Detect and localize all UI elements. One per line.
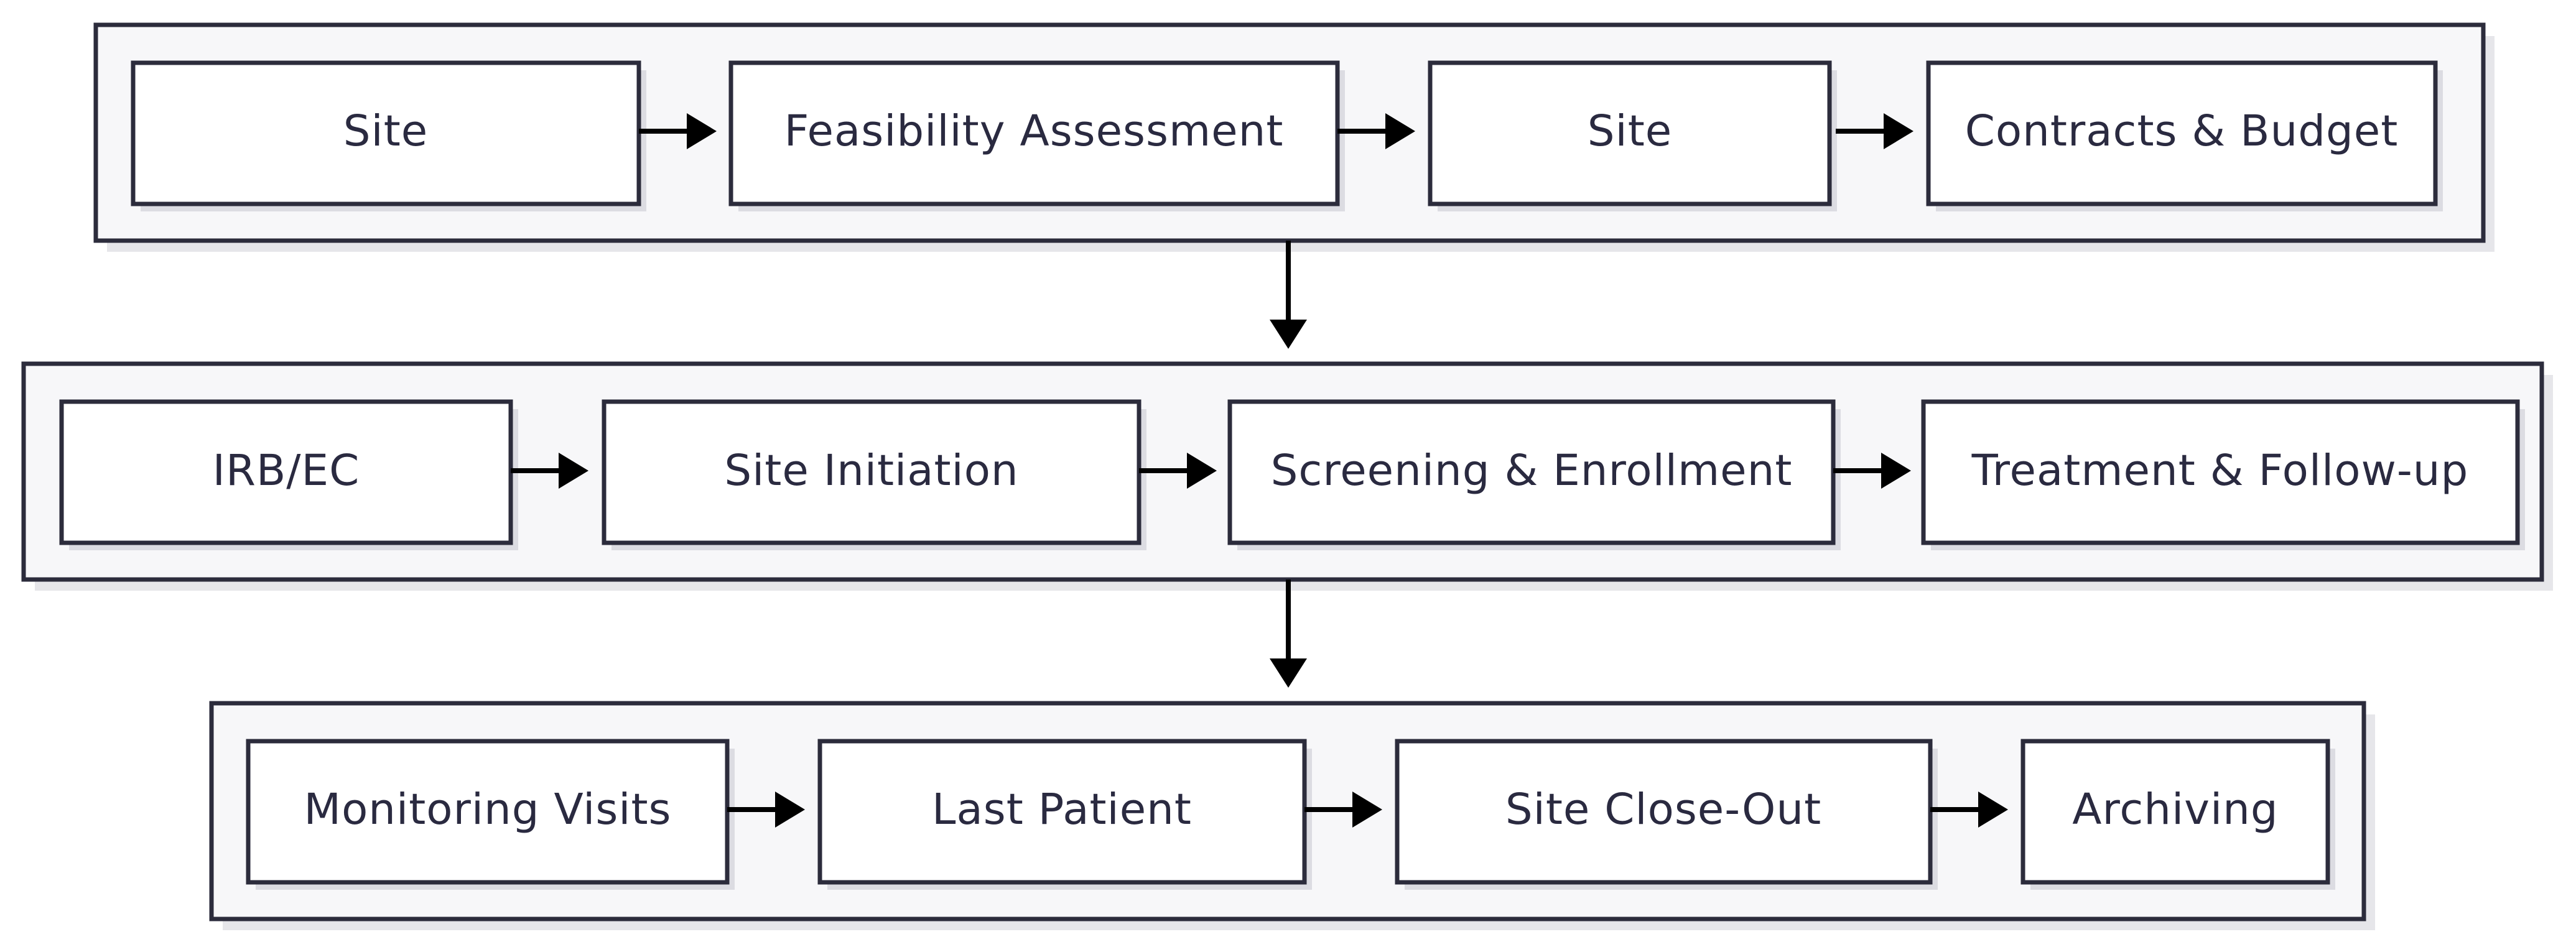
arrow-site-to-feasibility	[639, 113, 717, 149]
node-site-1-label: Site	[343, 106, 428, 156]
arrow-feasibility-to-site	[1337, 113, 1415, 149]
node-site-initiation: Site Initiation	[602, 399, 1146, 550]
row-3-group: Monitoring Visits Last Patient Site Clos…	[209, 701, 2375, 930]
arrow-screening-to-treatment	[1833, 453, 1911, 489]
arrow-last-patient-to-close-out	[1304, 792, 1382, 828]
node-site-close-out-label: Site Close-Out	[1505, 785, 1821, 834]
node-site-close-out: Site Close-Out	[1395, 739, 1938, 890]
node-last-patient: Last Patient	[817, 739, 1312, 890]
node-feasibility-assessment: Feasibility Assessment	[728, 60, 1345, 211]
row-1-group: Site Feasibility Assessment Site Co	[93, 22, 2495, 252]
arrow-site-to-contracts	[1836, 113, 1913, 149]
node-contracts-budget-label: Contracts & Budget	[1965, 106, 2399, 156]
node-site-1: Site	[131, 60, 646, 211]
node-site-2-label: Site	[1588, 106, 1672, 156]
arrow-row-2-to-row-3	[1270, 580, 1307, 688]
node-contracts-budget: Contracts & Budget	[1926, 60, 2443, 211]
arrow-row-1-to-row-2	[1270, 241, 1307, 349]
node-irb-ec: IRB/EC	[59, 399, 518, 550]
node-archiving-label: Archiving	[2072, 785, 2278, 834]
node-monitoring-visits: Monitoring Visits	[246, 739, 735, 890]
node-last-patient-label: Last Patient	[932, 785, 1192, 834]
arrow-irb-to-site-initiation	[511, 453, 588, 489]
node-treatment-follow-up-label: Treatment & Follow-up	[1971, 446, 2469, 496]
node-site-initiation-label: Site Initiation	[724, 446, 1018, 496]
arrow-site-initiation-to-screening	[1139, 453, 1217, 489]
node-screening-enrollment-label: Screening & Enrollment	[1271, 446, 1793, 496]
node-treatment-follow-up: Treatment & Follow-up	[1921, 399, 2525, 550]
node-irb-ec-label: IRB/EC	[213, 446, 360, 496]
node-feasibility-assessment-label: Feasibility Assessment	[784, 106, 1284, 156]
node-site-2: Site	[1428, 60, 1837, 211]
arrow-close-out-to-archiving	[1930, 792, 2008, 828]
node-screening-enrollment: Screening & Enrollment	[1227, 399, 1841, 550]
arrow-monitoring-to-last-patient	[727, 792, 805, 828]
node-monitoring-visits-label: Monitoring Visits	[304, 785, 672, 834]
node-archiving: Archiving	[2020, 739, 2335, 890]
row-2-group: IRB/EC Site Initiation Screening & Enrol…	[21, 361, 2553, 591]
